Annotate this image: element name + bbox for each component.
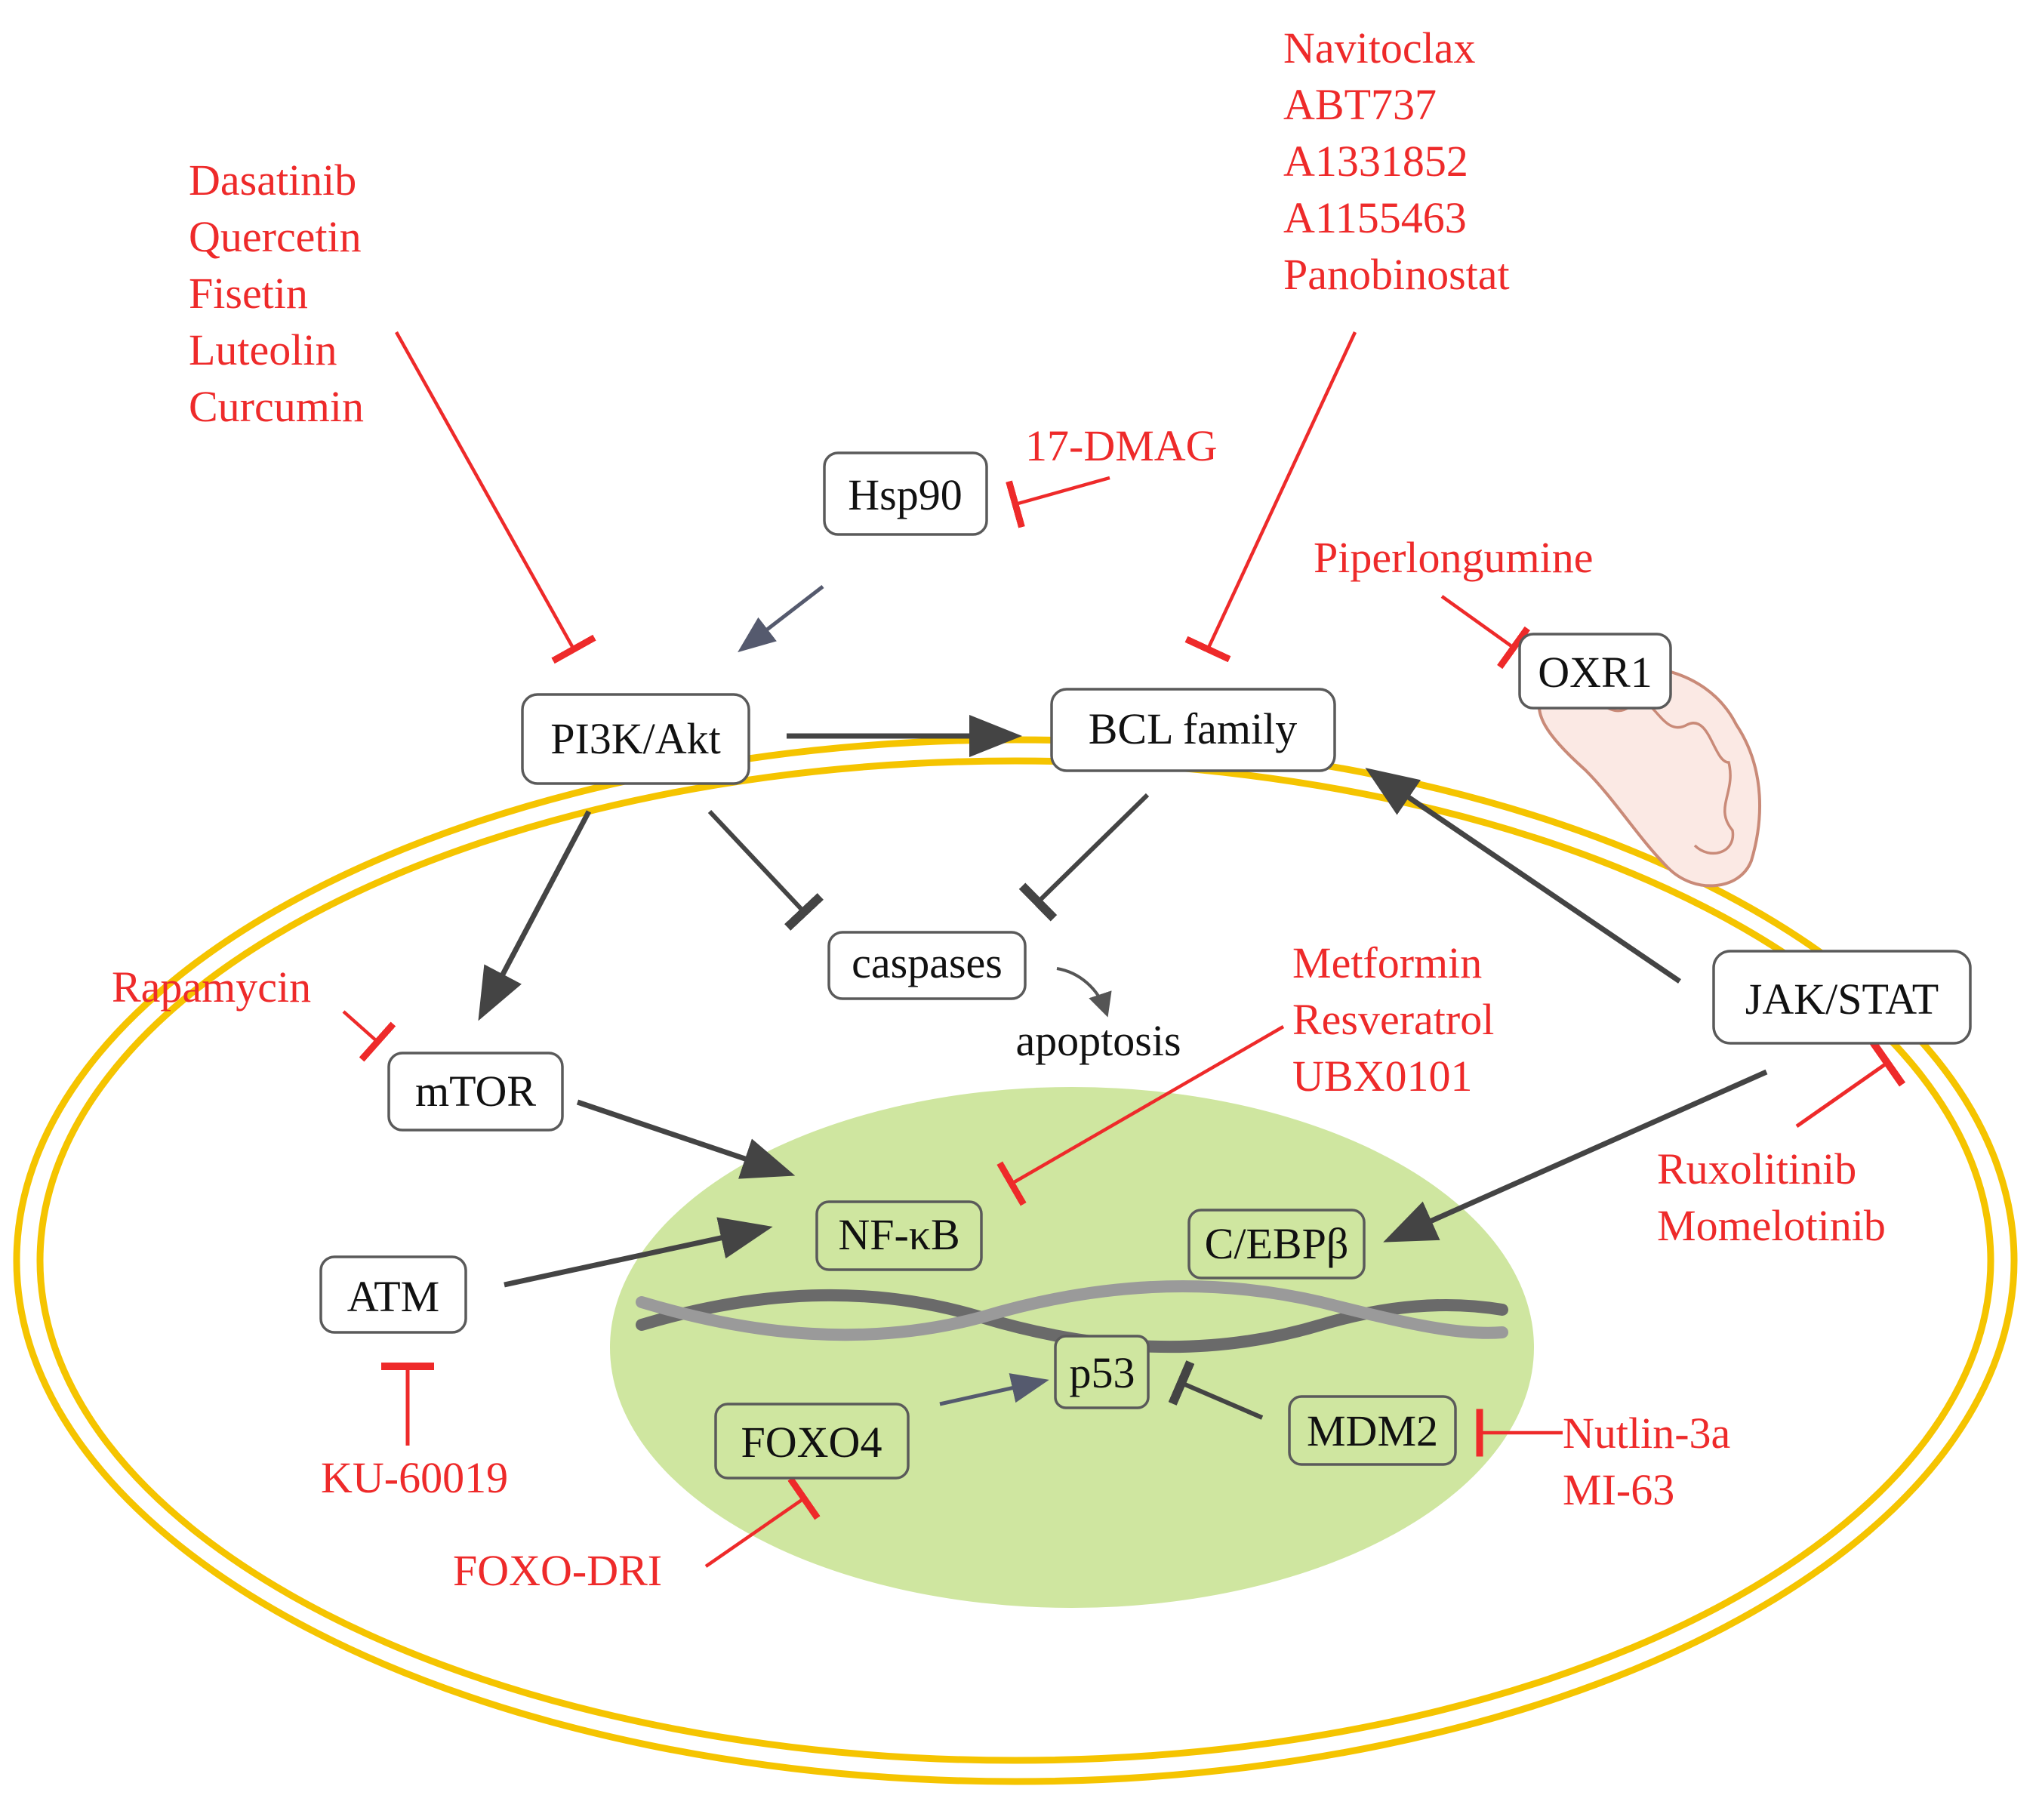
arrow-jak-to-bcl: [1365, 768, 1681, 984]
drug-label: UBX0101: [1292, 1052, 1472, 1101]
node-mtor: mTOR: [387, 1052, 564, 1132]
arrow-mtor-to-nfkb: [576, 1099, 796, 1179]
drug-label: Dasatinib: [189, 156, 356, 205]
inhibit-drugs-to-pi3k: [395, 331, 596, 664]
inhibit-rapamycin-to-mtor: [342, 1010, 396, 1062]
drug-label: A1155463: [1283, 193, 1467, 242]
drug-list-mdm2: Nutlin-3a MI-63: [1563, 1409, 1730, 1514]
node-caspases: caspases: [827, 931, 1027, 1000]
node-nf-kb: NF-κB: [815, 1200, 983, 1271]
drug-ku-60019: KU-60019: [321, 1453, 508, 1502]
node-mdm2-label: MDM2: [1307, 1406, 1438, 1455]
inhibit-drugs-to-nfkb: [996, 1025, 1285, 1206]
drug-label: Resveratrol: [1292, 995, 1494, 1044]
drug-rapamycin: Rapamycin: [112, 962, 311, 1012]
drug-label: Metformin: [1292, 938, 1482, 987]
drug-label: Curcumin: [189, 382, 364, 431]
inhibit-drugs-to-bcl: [1184, 331, 1357, 663]
drug-list-pi3k: Dasatinib Quercetin Fisetin Luteolin Cur…: [189, 156, 364, 431]
arrow-foxo4-to-p53: [939, 1373, 1049, 1406]
drug-label: Momelotinib: [1657, 1201, 1886, 1250]
node-hsp90-label: Hsp90: [848, 470, 962, 519]
node-mtor-label: mTOR: [415, 1067, 536, 1116]
drug-list-jak: Ruxolitinib Momelotinib: [1657, 1144, 1886, 1250]
drug-list-nfkb: Metformin Resveratrol UBX0101: [1292, 938, 1494, 1101]
apoptosis-label: apoptosis: [1015, 1016, 1181, 1065]
node-pi3k-akt: PI3K/Akt: [521, 693, 750, 785]
node-oxr1-label: OXR1: [1538, 648, 1652, 697]
drug-label: Luteolin: [189, 325, 337, 374]
node-pi3k-akt-label: PI3K/Akt: [550, 714, 721, 763]
arrow-atm-to-nfkb: [504, 1217, 773, 1288]
node-p53: p53: [1054, 1335, 1150, 1409]
drug-label: Panobinostat: [1283, 250, 1510, 299]
node-foxo4: FOXO4: [714, 1403, 910, 1480]
inhibit-drugs-to-jak: [1795, 1039, 1906, 1129]
node-jak-stat: JAK/STAT: [1712, 950, 1972, 1045]
arrow-jak-to-cebpb: [1383, 1069, 1768, 1243]
node-bcl-family: BCL family: [1050, 688, 1336, 772]
inhibit-bcl-to-caspases: [1018, 793, 1150, 922]
arrow-hsp90-to-pi3k: [738, 585, 824, 653]
node-hsp90: Hsp90: [823, 451, 988, 536]
drug-label: Navitoclax: [1283, 23, 1475, 72]
node-nf-kb-label: NF-κB: [838, 1210, 959, 1259]
node-mdm2: MDM2: [1288, 1395, 1457, 1466]
drug-label: Fisetin: [189, 269, 308, 318]
node-bcl-family-label: BCL family: [1089, 704, 1298, 753]
drug-label: A1331852: [1283, 137, 1468, 186]
node-oxr1: OXR1: [1518, 633, 1672, 710]
inhibit-pi3k-to-caspases: [707, 809, 824, 931]
node-caspases-label: caspases: [852, 938, 1003, 987]
cell-membrane-inner: [36, 757, 1994, 1764]
inhibit-piperlongumine-to-oxr1: [1440, 595, 1530, 670]
node-foxo4-label: FOXO4: [741, 1418, 882, 1467]
drug-piperlongumine: Piperlongumine: [1314, 533, 1594, 582]
drug-label: Quercetin: [189, 212, 362, 261]
node-p53-label: p53: [1070, 1348, 1135, 1397]
node-atm: ATM: [319, 1255, 467, 1334]
drug-list-bcl: Navitoclax ABT737 A1331852 A1155463 Pano…: [1283, 23, 1510, 299]
drug-label: Ruxolitinib: [1657, 1144, 1856, 1193]
node-c-ebpb-label: C/EBPβ: [1205, 1219, 1349, 1268]
drug-17-dmag: 17-DMAG: [1025, 421, 1218, 470]
arrow-caspases-to-apoptosis: [1056, 967, 1112, 1018]
inhibit-mdm2-to-p53: [1168, 1360, 1264, 1420]
inhibit-17dmag-to-hsp90: [1006, 476, 1110, 528]
arrow-pi3k-to-mtor: [478, 810, 592, 1021]
node-c-ebpb: C/EBPβ: [1187, 1209, 1366, 1280]
mitochondrion-icon: [1537, 664, 1762, 888]
node-atm-label: ATM: [347, 1272, 439, 1321]
drug-label: Nutlin-3a: [1563, 1409, 1730, 1458]
drug-label: ABT737: [1283, 80, 1437, 129]
inhibit-foxodri-to-foxo4: [704, 1477, 821, 1568]
drug-foxo-dri: FOXO-DRI: [453, 1546, 662, 1595]
node-jak-stat-label: JAK/STAT: [1745, 975, 1939, 1024]
drug-label: MI-63: [1563, 1465, 1674, 1514]
